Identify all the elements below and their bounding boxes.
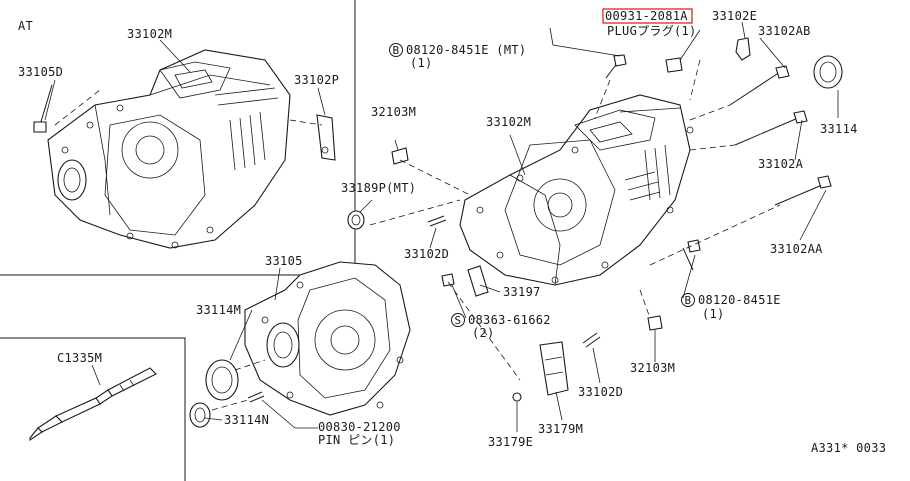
guide-lines — [369, 59, 781, 381]
seal-33114 — [813, 55, 843, 89]
at-transmission-case — [47, 49, 291, 249]
dowel-32103m-top — [391, 147, 409, 165]
bolt-code: 08120-8451E — [698, 293, 781, 307]
dowel-32103m-bot — [647, 315, 663, 331]
bolt-08120 — [682, 239, 701, 271]
circle-s-letter: S — [455, 314, 462, 327]
stud-33102d-bot — [582, 332, 601, 348]
circle-b-marker-top: B — [389, 43, 403, 57]
at-label: AT — [18, 19, 33, 33]
circle-b-letter: B — [393, 44, 400, 57]
seal-33189p — [347, 210, 365, 230]
reference-code: A331* 0033 — [811, 441, 886, 455]
bolt-qty: (1) — [702, 307, 725, 321]
plug-code: 00931-2081A — [605, 9, 688, 23]
sealant-tube-c1335m — [29, 364, 157, 442]
label-33114m: 33114M — [196, 303, 241, 317]
part-labels: AT 33102M 33105D 33102P 33105 33114M 331… — [18, 9, 886, 455]
plug — [665, 57, 683, 73]
label-33102a: 33102A — [758, 157, 804, 171]
label-33102m-top: 33102M — [127, 27, 172, 41]
gasket-33102p — [316, 114, 336, 161]
main-transmission-case — [459, 94, 694, 286]
highlight-box — [602, 8, 693, 24]
circle-b-marker-bot: B — [681, 293, 695, 307]
leader-lines — [44, 21, 839, 432]
bracket-33179m — [539, 341, 569, 396]
bolt-33105d — [33, 84, 53, 133]
label-33114: 33114 — [820, 122, 858, 136]
label-33102p: 33102P — [294, 73, 339, 87]
label-33102aa: 33102AA — [770, 242, 823, 256]
clip-33179e — [512, 392, 522, 402]
screw-qty: (2) — [472, 326, 495, 340]
label-33197: 33197 — [503, 285, 541, 299]
label-33105: 33105 — [265, 254, 303, 268]
bolt-33102aa — [774, 175, 832, 206]
label-33102ab: 33102AB — [758, 24, 811, 38]
label-33102d-top: 33102D — [404, 247, 449, 261]
stud-33102d-top — [427, 215, 447, 227]
breather-33102e — [735, 37, 751, 61]
screw-08363 — [441, 273, 455, 287]
circle-b-letter: B — [685, 294, 692, 307]
pin-00830 — [247, 391, 265, 403]
label-33102m-mid: 33102M — [486, 115, 531, 129]
transfer-case-33105 — [244, 261, 411, 416]
pin-name: PIN ピン(1) — [318, 433, 395, 447]
pin-code: 00830-21200 — [318, 420, 401, 434]
bolt-33102ab — [729, 65, 790, 106]
circle-s-marker: S — [451, 313, 465, 327]
label-c1335m: C1335M — [57, 351, 102, 365]
label-33102e: 33102E — [712, 9, 757, 23]
label-32103m-bot: 32103M — [630, 361, 675, 375]
bolt-08120-mt — [605, 54, 627, 79]
screw-code: 08363-61662 — [468, 313, 551, 327]
label-32103m-top: 32103M — [371, 105, 416, 119]
label-33114n: 33114N — [224, 413, 269, 427]
label-33189p: 33189P(MT) — [341, 181, 416, 195]
bracket-33197 — [467, 265, 489, 297]
oring-33114n — [189, 402, 211, 428]
bolt-mt-qty: (1) — [410, 56, 433, 70]
bolt-33102a — [734, 110, 808, 146]
seal-33114m — [205, 359, 239, 401]
plug-name: PLUGプラグ(1) — [607, 24, 697, 38]
label-33102d-bot: 33102D — [578, 385, 623, 399]
bolt-mt-code: 08120-8451E (MT) — [406, 43, 526, 57]
label-33179m: 33179M — [538, 422, 583, 436]
label-33105d: 33105D — [18, 65, 63, 79]
label-33179e: 33179E — [488, 435, 533, 449]
